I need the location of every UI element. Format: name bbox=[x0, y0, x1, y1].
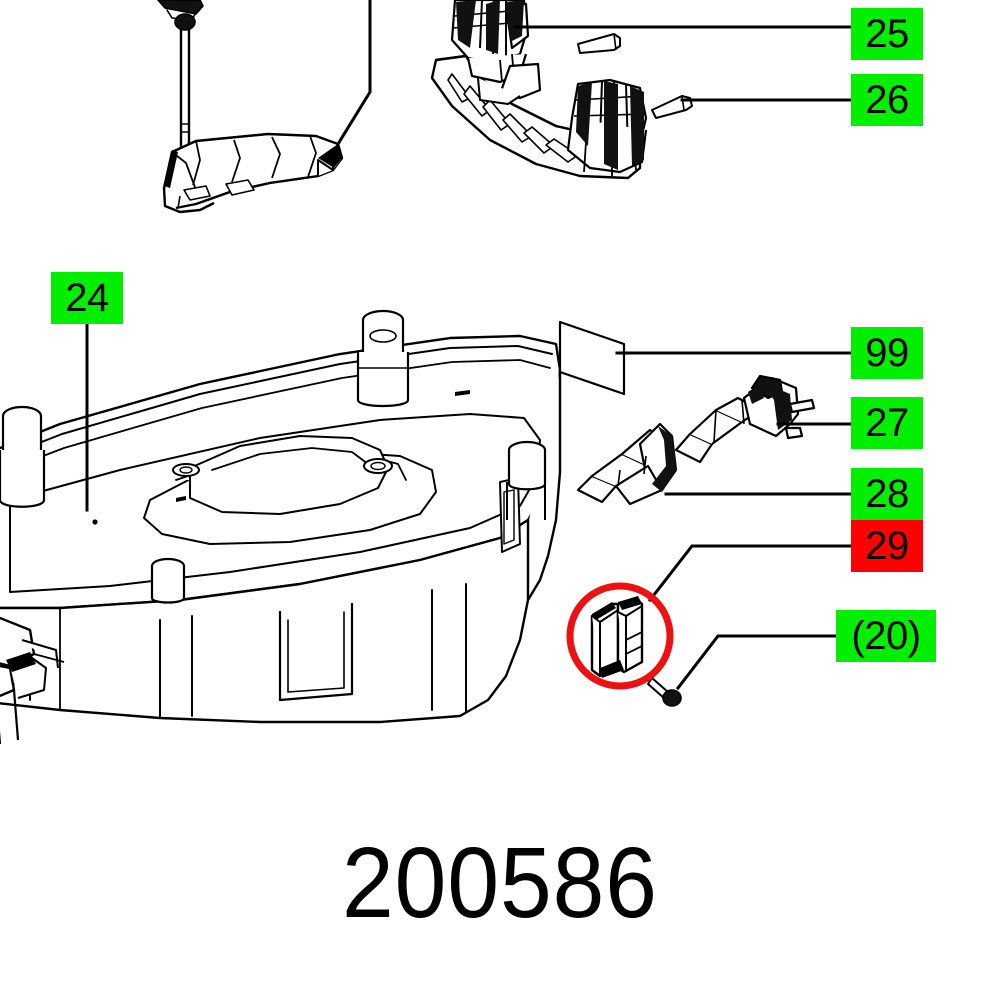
fan-rib-upper-shading bbox=[456, 0, 524, 54]
leader-29 bbox=[647, 544, 853, 603]
part-main-housing bbox=[0, 334, 562, 724]
callout-26-label: 26 bbox=[865, 78, 909, 122]
housing-bosses bbox=[0, 309, 547, 604]
callout-27[interactable]: 27 bbox=[851, 397, 923, 449]
lower-left-bracket-shading bbox=[6, 652, 36, 672]
callout-24[interactable]: 24 bbox=[51, 272, 123, 324]
callout-24-label: 24 bbox=[65, 276, 109, 320]
callout-20-label: (20) bbox=[851, 614, 921, 658]
leader-handle-top bbox=[335, 0, 372, 147]
part-handle-bracket bbox=[162, 132, 344, 214]
callout-27-label: 27 bbox=[865, 401, 909, 445]
valve-shading bbox=[748, 382, 792, 430]
callout-26[interactable]: 26 bbox=[851, 74, 923, 126]
callout-28[interactable]: 28 bbox=[851, 468, 923, 520]
part-valve-assembly bbox=[674, 374, 816, 464]
screw-upper bbox=[577, 33, 621, 54]
part-nozzle bbox=[576, 422, 678, 506]
leader-lines bbox=[85, 0, 853, 691]
callout-29-label: 29 bbox=[865, 524, 909, 568]
callout-25-label: 25 bbox=[865, 12, 909, 56]
callout-20[interactable]: (20) bbox=[836, 610, 936, 662]
part-group-handle-upper bbox=[157, 0, 204, 176]
nozzle-shading bbox=[652, 426, 676, 492]
highlight-circle bbox=[566, 582, 674, 690]
fan-rib-lower-shading bbox=[576, 81, 644, 170]
callout-29[interactable]: 29 bbox=[851, 520, 923, 572]
callout-25[interactable]: 25 bbox=[851, 8, 923, 60]
callout-28-label: 28 bbox=[865, 472, 909, 516]
part-flat-plate bbox=[558, 320, 626, 396]
clip-bracket-shading bbox=[592, 596, 642, 678]
housing-detail-marks bbox=[92, 390, 470, 525]
handle-bracket-shading bbox=[164, 144, 342, 188]
part-number-label: 200586 bbox=[342, 827, 658, 939]
callout-99[interactable]: 99 bbox=[851, 327, 923, 379]
callout-99-label: 99 bbox=[865, 331, 909, 375]
screw-clip bbox=[647, 677, 682, 707]
leader-20 bbox=[675, 634, 838, 691]
